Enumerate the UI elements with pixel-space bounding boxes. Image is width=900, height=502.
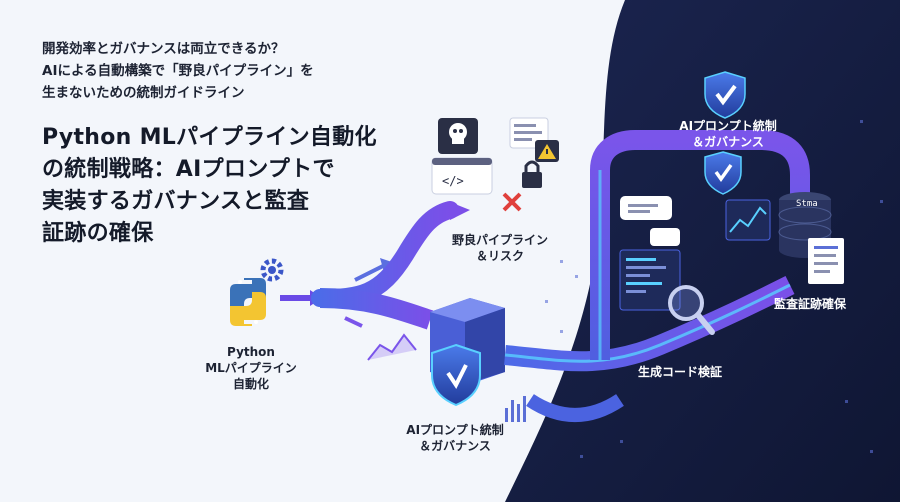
shield-check-icon — [704, 151, 742, 195]
code-icon: </> — [442, 174, 464, 188]
flow-arrow-down — [344, 316, 363, 328]
label-line: AIプロンプト統制 — [679, 119, 777, 133]
label-governance-bottom: AIプロンプト統制 ＆ガバナンス — [395, 422, 515, 454]
magnifier-icon — [668, 285, 715, 335]
title-line: 実装するガバナンスと監査 — [42, 189, 310, 214]
label-python-ml: Python MLパイプライン 自動化 — [196, 344, 306, 392]
chat-bubble-icon — [620, 196, 680, 246]
title-line: Python MLパイプライン自動化 — [42, 125, 377, 150]
svg-text:Stma: Stma — [796, 199, 818, 209]
label-line: ＆ガバナンス — [419, 439, 491, 453]
label-governance-top: AIプロンプト統制 ＆ガバナンス — [668, 118, 788, 150]
label-line: AIプロンプト統制 — [406, 423, 504, 437]
warning-icon — [535, 140, 559, 162]
label-line: 監査証跡確保 — [773, 297, 846, 311]
shield-check-icon — [431, 343, 481, 407]
cross-icon — [502, 192, 522, 212]
label-line: 野良パイプライン — [451, 233, 548, 247]
subtitle-line: 生まないための統制ガイドライン — [42, 85, 245, 101]
label-line: MLパイプライン — [205, 361, 297, 375]
database-icon: Stma — [778, 192, 832, 258]
label-line: ＆ガバナンス — [692, 135, 764, 149]
label-line: 自動化 — [232, 377, 269, 391]
page-title: Python MLパイプライン自動化 の統制戦略：AIプロンプトで 実装するガバ… — [42, 122, 377, 250]
subtitle: 開発効率とガバナンスは両立できるか？ AIによる自動構築で「野良パイプライン」を… — [42, 38, 314, 104]
subtitle-line: 開発効率とガバナンスは両立できるか？ — [42, 41, 285, 57]
chart-icon — [367, 333, 526, 422]
title-line: の統制戦略：AIプロンプトで — [42, 157, 335, 182]
document-icon — [808, 238, 844, 284]
label-code-verification: 生成コード検証 — [625, 364, 735, 380]
title-line: 証跡の確保 — [42, 221, 154, 246]
rogue-pipeline-cluster: </> — [431, 117, 559, 212]
subtitle-line: AIによる自動構築で「野良パイプライン」を — [42, 63, 314, 79]
label-line: ＆リスク — [475, 249, 524, 263]
label-line: Python — [227, 345, 275, 359]
shield-check-icon — [704, 71, 746, 119]
label-audit-trail: 監査証跡確保 — [760, 296, 860, 312]
chart-icon — [725, 199, 771, 241]
code-panel — [619, 249, 681, 311]
lock-icon — [522, 160, 542, 188]
label-line: 生成コード検証 — [637, 365, 722, 379]
flow-arrow-up — [354, 258, 392, 282]
python-logo-icon — [230, 278, 266, 326]
gear-icon — [260, 258, 284, 282]
label-rogue-pipeline: 野良パイプライン ＆リスク — [440, 232, 560, 264]
skull-icon — [449, 123, 467, 144]
